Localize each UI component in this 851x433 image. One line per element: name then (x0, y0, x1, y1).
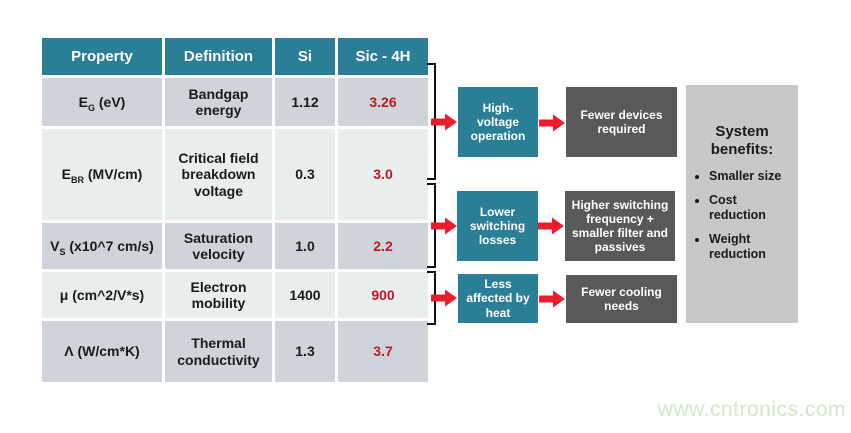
table-header-definition: Definition (165, 38, 272, 75)
table-header-sic-4h: Sic - 4H (338, 38, 428, 75)
property-symbol: VS (x10^7 cm/s) (50, 237, 154, 257)
watermark-text: www.cntronics.com (657, 398, 846, 421)
si-value: 1400 (275, 272, 335, 318)
effect-box: Fewer devices required (566, 87, 677, 157)
property-cell: EG (eV) (42, 78, 162, 126)
flow-arrow-icon (539, 114, 565, 132)
benefit-item: Weight reduction (709, 232, 790, 262)
table-header-si: Si (275, 38, 335, 75)
system-benefits-panel: System benefits: Smaller size Cost reduc… (686, 85, 798, 323)
si-value: 1.3 (275, 321, 335, 382)
cause-box: Lower switching losses (457, 191, 538, 261)
si-value: 1.12 (275, 78, 335, 126)
property-cell: VS (x10^7 cm/s) (42, 223, 162, 269)
benefit-item: Smaller size (709, 169, 790, 184)
sic-value: 900 (338, 272, 428, 318)
property-symbol: μ (cm^2/V*s) (59, 286, 145, 303)
table-header-property: Property (42, 38, 162, 75)
flow-arrow-icon (538, 217, 564, 235)
si-value: 0.3 (275, 129, 335, 220)
property-cell: Λ (W/cm*K) (42, 321, 162, 382)
effect-box: Fewer cooling needs (566, 275, 677, 323)
property-symbol: EBR (MV/cm) (61, 166, 143, 186)
definition-cell: Electron mobility (165, 272, 272, 318)
property-cell: EBR (MV/cm) (42, 129, 162, 220)
flow-arrow-icon (431, 289, 457, 307)
definition-cell: Saturation velocity (165, 223, 272, 269)
property-symbol: EG (eV) (78, 93, 126, 113)
flow-arrow-icon (431, 217, 457, 235)
flow-arrow-icon (431, 113, 457, 131)
definition-cell: Bandgap energy (165, 78, 272, 126)
sic-value: 3.0 (338, 129, 428, 220)
benefit-item: Cost reduction (709, 193, 790, 223)
definition-cell: Thermal conductivity (165, 321, 272, 382)
definition-cell: Critical field breakdown voltage (165, 129, 272, 220)
sic-value: 3.7 (338, 321, 428, 382)
flow-arrow-icon (539, 290, 565, 308)
benefits-title: System benefits: (710, 123, 774, 158)
cause-box: Less affected by heat (458, 274, 538, 323)
sic-value: 3.26 (338, 78, 428, 126)
cause-box: High-voltage operation (458, 87, 538, 157)
si-value: 1.0 (275, 223, 335, 269)
benefits-list: Smaller size Cost reduction Weight reduc… (694, 169, 790, 271)
sic-value: 2.2 (338, 223, 428, 269)
property-comparison-table: Property Definition Si Sic - 4H EG (eV) … (42, 38, 428, 382)
property-symbol: Λ (W/cm*K) (64, 343, 140, 360)
property-cell: μ (cm^2/V*s) (42, 272, 162, 318)
effect-box: Higher switching frequency + smaller fil… (565, 191, 675, 261)
